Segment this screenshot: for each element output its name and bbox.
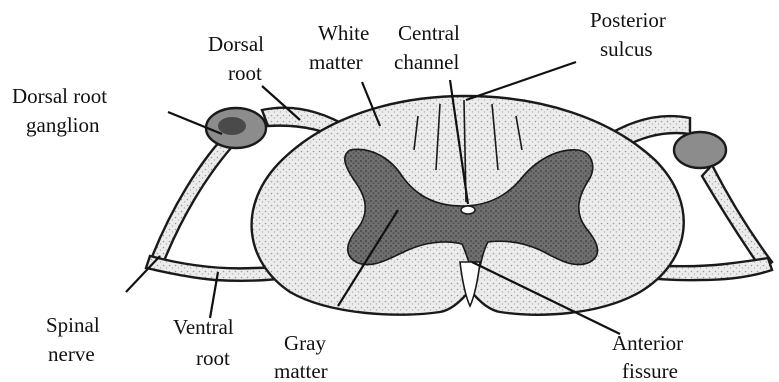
label-white-matter-line-2: matter xyxy=(309,50,363,74)
label-ventral-root-line-2: root xyxy=(196,346,230,370)
label-gray-matter-line-1: Gray xyxy=(284,331,326,355)
label-spinal-nerve-line-1: Spinal xyxy=(46,313,100,337)
label-ventral-root: Ventral root xyxy=(173,315,239,370)
label-anterior-fissure: Anterior fissure xyxy=(612,331,688,382)
label-posterior-sulcus: Posterior sulcus xyxy=(590,8,671,61)
label-gray-matter: Gray matter xyxy=(274,331,331,382)
label-central-channel-line-2: channel xyxy=(394,50,459,74)
right-dorsal-root-ganglion xyxy=(674,132,726,168)
label-dorsal-root-ganglion-line-2: ganglion xyxy=(26,113,100,137)
label-anterior-fissure-line-1: Anterior xyxy=(612,331,683,355)
leader-posterior-sulcus xyxy=(466,62,576,100)
central-channel xyxy=(461,206,475,214)
label-white-matter-line-1: White xyxy=(318,21,369,45)
label-gray-matter-line-2: matter xyxy=(274,359,328,382)
label-spinal-nerve: Spinal nerve xyxy=(46,313,105,366)
label-anterior-fissure-line-2: fissure xyxy=(622,359,678,382)
label-ventral-root-line-1: Ventral xyxy=(173,315,234,339)
label-dorsal-root: Dorsal root xyxy=(208,32,269,85)
label-spinal-nerve-line-2: nerve xyxy=(48,342,95,366)
label-central-channel-line-1: Central xyxy=(398,21,460,45)
label-posterior-sulcus-line-2: sulcus xyxy=(600,37,653,61)
label-dorsal-root-line-1: Dorsal xyxy=(208,32,264,56)
label-dorsal-root-line-2: root xyxy=(228,61,262,85)
label-central-channel: Central channel xyxy=(394,21,465,74)
leader-spinal-nerve xyxy=(126,256,160,292)
label-dorsal-root-ganglion-line-1: Dorsal root xyxy=(12,84,107,108)
label-posterior-sulcus-line-1: Posterior xyxy=(590,8,666,32)
label-white-matter: White matter xyxy=(309,21,375,74)
label-dorsal-root-ganglion: Dorsal root ganglion xyxy=(12,84,112,137)
left-ganglion-core xyxy=(218,117,246,135)
